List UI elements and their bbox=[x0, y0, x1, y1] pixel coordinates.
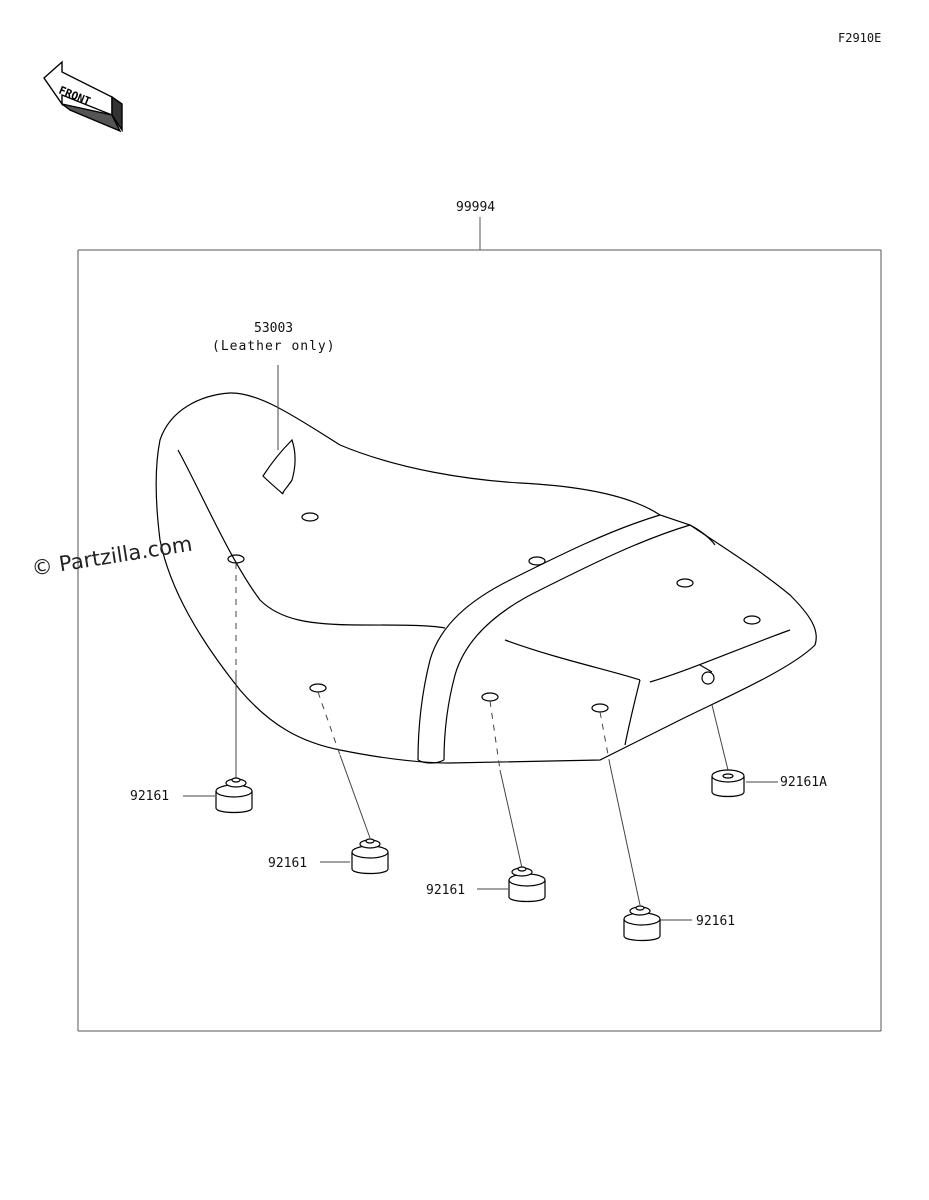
grommet-icon bbox=[215, 777, 253, 814]
figure-code: F2910E bbox=[838, 31, 882, 45]
grommet-part-number[interactable]: 92161 bbox=[696, 914, 736, 929]
grommet-part-number-a[interactable]: 92161A bbox=[780, 775, 827, 790]
grommet-icon bbox=[508, 866, 546, 903]
grommet-part-number[interactable]: 92161 bbox=[268, 856, 308, 871]
grommet-icon bbox=[711, 769, 745, 798]
tag-part-number[interactable]: 53003 bbox=[254, 321, 294, 336]
grommet-part-number[interactable]: 92161 bbox=[426, 883, 466, 898]
grommet-part-number[interactable]: 92161 bbox=[130, 789, 170, 804]
tag-note: (Leather only) bbox=[212, 339, 336, 354]
leader-lines bbox=[183, 563, 778, 921]
assembly-outline bbox=[77, 217, 882, 1032]
grommet-icon bbox=[351, 838, 389, 875]
front-arrow-icon: FRONT bbox=[43, 60, 123, 133]
grommet-icon bbox=[623, 905, 661, 942]
assembly-part-number[interactable]: 99994 bbox=[456, 200, 496, 215]
seat-drawing bbox=[155, 365, 817, 764]
